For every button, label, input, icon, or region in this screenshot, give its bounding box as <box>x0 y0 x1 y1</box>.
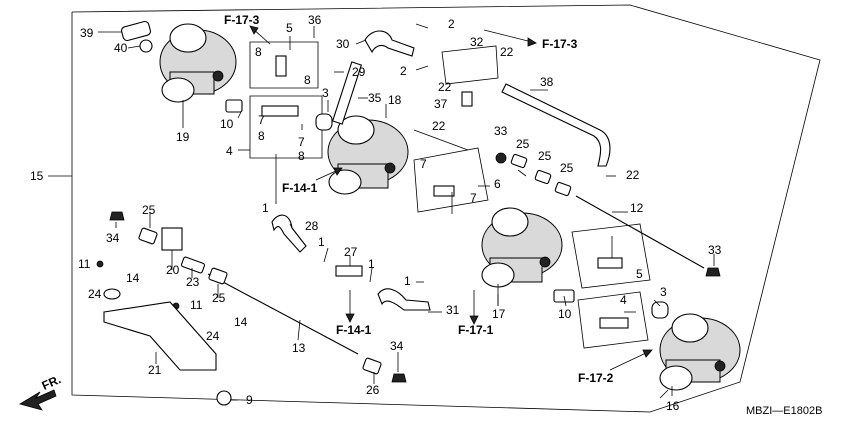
callout-4b: 4 <box>620 293 627 307</box>
callout-3b: 3 <box>660 285 667 299</box>
callout-8b: 8 <box>304 73 311 87</box>
callout-35: 35 <box>368 91 382 105</box>
callout-1b: 1 <box>318 235 325 249</box>
callout-30: 30 <box>336 37 350 51</box>
carburetor-2 <box>327 104 409 195</box>
callout-3a: 3 <box>322 86 329 100</box>
carburetor-3 <box>481 207 563 306</box>
callout-8d: 8 <box>298 149 305 163</box>
callout-33b: 33 <box>708 243 722 257</box>
callout-9: 9 <box>246 393 253 407</box>
callout-28: 28 <box>305 219 319 233</box>
ref-f17-2: F-17-2 <box>578 371 614 385</box>
callout-4a: 4 <box>226 144 233 158</box>
callout-15: 15 <box>30 169 44 183</box>
callout-37: 37 <box>434 97 448 111</box>
callout-7d: 7 <box>470 191 477 205</box>
callout-19: 19 <box>176 130 190 144</box>
callout-29: 29 <box>352 65 366 79</box>
callout-31: 31 <box>446 303 460 317</box>
callout-18: 18 <box>388 93 402 107</box>
callout-6: 6 <box>494 177 501 191</box>
callout-22c: 22 <box>432 119 446 133</box>
callout-25d: 25 <box>142 203 156 217</box>
callout-5a: 5 <box>286 21 293 35</box>
callout-39: 39 <box>80 26 94 40</box>
callout-7a: 7 <box>258 113 265 127</box>
ref-f17-3-right: F-17-3 <box>542 37 578 51</box>
callout-36: 36 <box>308 13 322 27</box>
callout-8a: 8 <box>255 45 262 59</box>
callout-25c: 25 <box>560 161 574 175</box>
carburetor-1 <box>159 23 237 128</box>
callout-2b: 2 <box>400 64 407 78</box>
cross-references: F-17-3 F-17-3 F-14-1 F-14-1 F-17-1 F-17-… <box>40 13 823 417</box>
callout-5b: 5 <box>636 267 643 281</box>
callout-34a: 34 <box>106 231 120 245</box>
callout-10b: 10 <box>558 307 572 321</box>
callout-22d: 22 <box>626 168 640 182</box>
callout-17: 17 <box>492 307 506 321</box>
callout-8c: 8 <box>258 129 265 143</box>
carburetor-4 <box>659 313 741 396</box>
callout-32: 32 <box>470 35 484 49</box>
callout-11a: 11 <box>78 257 91 271</box>
callout-34b: 34 <box>390 339 404 353</box>
callout-25a: 25 <box>516 137 530 151</box>
callout-20: 20 <box>166 263 180 277</box>
callout-7c: 7 <box>420 157 427 171</box>
callout-7b: 7 <box>298 135 305 149</box>
ref-f17-1: F-17-1 <box>458 323 494 337</box>
small-parts <box>96 20 721 406</box>
assembly-outline <box>48 4 821 413</box>
callout-23: 23 <box>186 275 200 289</box>
front-direction-arrow <box>18 389 57 411</box>
shafts <box>207 195 705 355</box>
callout-21: 21 <box>148 363 162 377</box>
callout-13: 13 <box>292 341 306 355</box>
hoses <box>271 30 611 311</box>
callout-33a: 33 <box>494 124 508 138</box>
callout-24a: 24 <box>88 287 102 301</box>
ref-f14-1-left: F-14-1 <box>282 181 318 195</box>
leader-lines <box>98 23 715 401</box>
part-callouts: 39 40 5 36 8 8 30 2 2 32 22 29 3 35 18 2… <box>30 13 722 413</box>
callout-1d: 1 <box>404 274 411 288</box>
callout-25b: 25 <box>538 149 552 163</box>
ref-f17-3-left: F-17-3 <box>224 13 260 27</box>
callout-11b: 11 <box>190 298 203 312</box>
callout-2a: 2 <box>448 17 455 31</box>
callout-22a: 22 <box>500 45 514 59</box>
sub-assembly-frames <box>238 41 651 349</box>
callout-27: 27 <box>344 245 358 259</box>
diagram-code: MBZI—E1802B <box>746 405 822 417</box>
ref-f14-1-bottom: F-14-1 <box>336 323 372 337</box>
front-direction-label: FR. <box>40 372 63 393</box>
reference-arrows <box>249 25 653 371</box>
callout-26: 26 <box>366 383 380 397</box>
callout-14a: 14 <box>126 271 140 285</box>
callout-25e: 25 <box>212 291 226 305</box>
callout-24b: 24 <box>206 329 220 343</box>
callout-38: 38 <box>540 75 554 89</box>
callout-16: 16 <box>666 399 680 413</box>
callout-1c: 1 <box>368 257 375 271</box>
callout-10a: 10 <box>220 117 234 131</box>
callout-22b: 22 <box>438 80 452 94</box>
callout-14b: 14 <box>234 315 248 329</box>
callout-1a: 1 <box>262 201 269 215</box>
callout-40: 40 <box>114 41 128 55</box>
callout-12: 12 <box>630 201 644 215</box>
